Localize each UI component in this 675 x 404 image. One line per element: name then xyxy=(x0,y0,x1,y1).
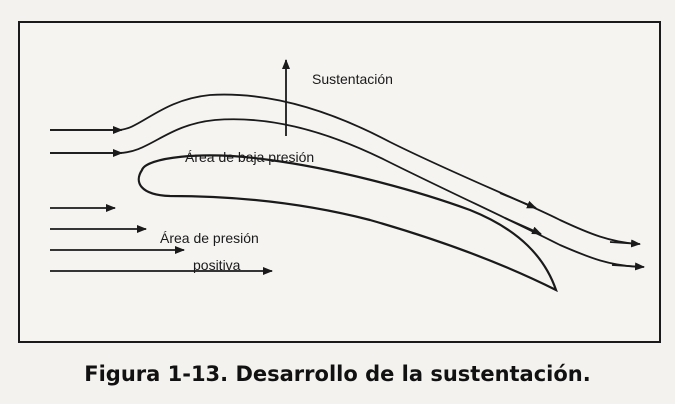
positive-pressure-label-line1: Área de presión xyxy=(160,230,259,246)
streamline-upper-2-arrow-mid xyxy=(504,217,542,235)
low-pressure-label: Área de baja presión xyxy=(185,149,315,165)
diagram-frame xyxy=(18,21,661,343)
streamline-upper-2 xyxy=(50,118,643,268)
figure-caption: Figura 1-13. Desarrollo de la sustentaci… xyxy=(84,362,591,386)
streamline-upper-1-arrow-out xyxy=(609,239,641,248)
airfoil-shape xyxy=(137,154,558,293)
streamline-upper-1 xyxy=(50,93,639,245)
streamline-upper-1-arrow-mid xyxy=(499,192,537,209)
streamline-upper-2-arrow-out xyxy=(611,262,645,271)
lift-label: Sustentación xyxy=(312,71,393,87)
positive-pressure-label-line2: positiva xyxy=(193,257,241,273)
